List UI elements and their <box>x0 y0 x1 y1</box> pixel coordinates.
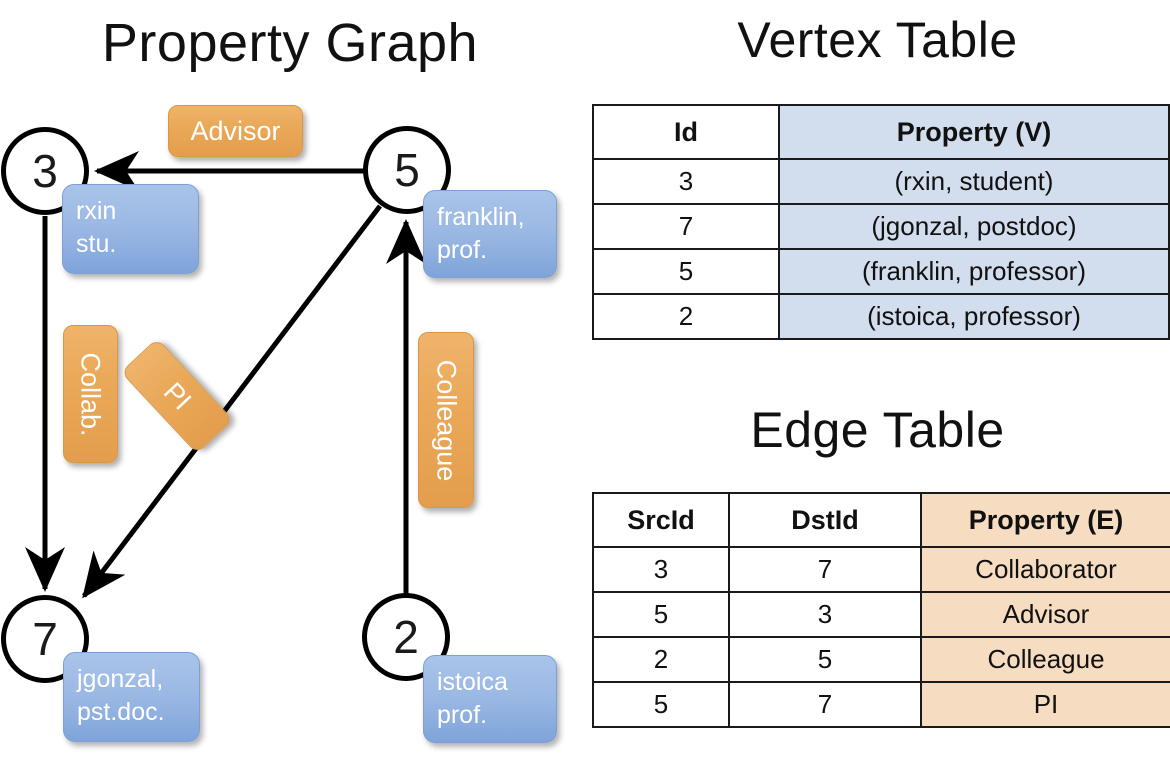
edge-src-cell: 5 <box>592 681 730 728</box>
vertex-property-cell: (franklin, professor) <box>778 248 1170 295</box>
table-header-row: SrcId DstId Property (E) <box>592 492 1170 548</box>
vertex-property-cell: (rxin, student) <box>778 158 1170 205</box>
vertex-id-cell: 5 <box>592 248 780 295</box>
node-property-line: prof. <box>437 701 488 729</box>
page-title-edge-table: Edge Table <box>750 402 1005 458</box>
edge-label-text: PI <box>157 376 198 416</box>
edge-property-cell: PI <box>920 681 1170 728</box>
graph-node-5[interactable]: 5 <box>363 126 451 214</box>
node-property-box-3[interactable]: rxin stu. <box>62 184 199 274</box>
table-row[interactable]: 2 5 Colleague <box>592 636 1170 683</box>
edge-table-header-dstid: DstId <box>728 492 922 548</box>
node-property-line: rxin <box>76 197 117 225</box>
node-property-box-2[interactable]: istoica prof. <box>423 655 557 743</box>
table-header-row: Id Property (V) <box>592 104 1170 160</box>
edge-table: SrcId DstId Property (E) 3 7 Collaborato… <box>592 492 1170 728</box>
vertex-id-cell: 2 <box>592 293 780 340</box>
edge-label-text: Advisor <box>190 115 281 146</box>
table-row[interactable]: 5 3 Advisor <box>592 591 1170 638</box>
edge-label-collab[interactable]: Collab. <box>63 325 118 463</box>
edge-property-cell: Colleague <box>920 636 1170 683</box>
edge-5-to-7 <box>82 204 382 599</box>
table-row[interactable]: 7 (jgonzal, postdoc) <box>592 203 1170 250</box>
page-title-vertex-table: Vertex Table <box>737 12 1018 68</box>
table-row[interactable]: 2 (istoica, professor) <box>592 293 1170 340</box>
edge-table-header-srcid: SrcId <box>592 492 730 548</box>
table-row[interactable]: 3 7 Collaborator <box>592 546 1170 593</box>
node-property-line: jgonzal, <box>77 665 164 693</box>
graph-edges <box>25 151 426 599</box>
node-property-line: istoica <box>437 668 508 696</box>
node-property-line: franklin, <box>437 203 525 231</box>
edge-property-cell: Advisor <box>920 591 1170 638</box>
node-property-line: prof. <box>437 236 488 264</box>
graph-node-2[interactable]: 2 <box>362 593 450 681</box>
vertex-table-header-property: Property (V) <box>778 104 1170 160</box>
vertex-property-cell: (jgonzal, postdoc) <box>778 203 1170 250</box>
vertex-id-cell: 3 <box>592 158 780 205</box>
node-property-line: pst.doc. <box>77 698 165 726</box>
page-title-property-graph: Property Graph <box>101 13 479 73</box>
table-row[interactable]: 5 7 PI <box>592 681 1170 728</box>
edge-src-cell: 5 <box>592 591 730 638</box>
edge-dst-cell: 7 <box>728 546 922 593</box>
edge-label-colleague[interactable]: Colleague <box>418 332 474 508</box>
edge-dst-cell: 5 <box>728 636 922 683</box>
edge-src-cell: 2 <box>592 636 730 683</box>
node-property-box-5[interactable]: franklin, prof. <box>423 190 557 278</box>
node-property-line: stu. <box>76 230 117 258</box>
edge-property-cell: Collaborator <box>920 546 1170 593</box>
property-graph-panel: Property Graph 3 5 7 2 rxin stu. frankli… <box>1 13 557 743</box>
edge-label-advisor[interactable]: Advisor <box>168 105 303 157</box>
node-property-box-7[interactable]: jgonzal, pst.doc. <box>63 652 200 742</box>
vertex-property-cell: (istoica, professor) <box>778 293 1170 340</box>
edge-label-text: Collab. <box>76 351 107 437</box>
vertex-table-header-id: Id <box>592 104 780 160</box>
edge-table-header-property: Property (E) <box>920 492 1170 548</box>
edge-dst-cell: 3 <box>728 591 922 638</box>
edge-src-cell: 3 <box>592 546 730 593</box>
table-row[interactable]: 5 (franklin, professor) <box>592 248 1170 295</box>
vertex-table: Id Property (V) 3 (rxin, student) 7 (jgo… <box>592 104 1170 340</box>
table-row[interactable]: 3 (rxin, student) <box>592 158 1170 205</box>
edge-label-text: Colleague <box>431 359 462 481</box>
edge-dst-cell: 7 <box>728 681 922 728</box>
vertex-id-cell: 7 <box>592 203 780 250</box>
